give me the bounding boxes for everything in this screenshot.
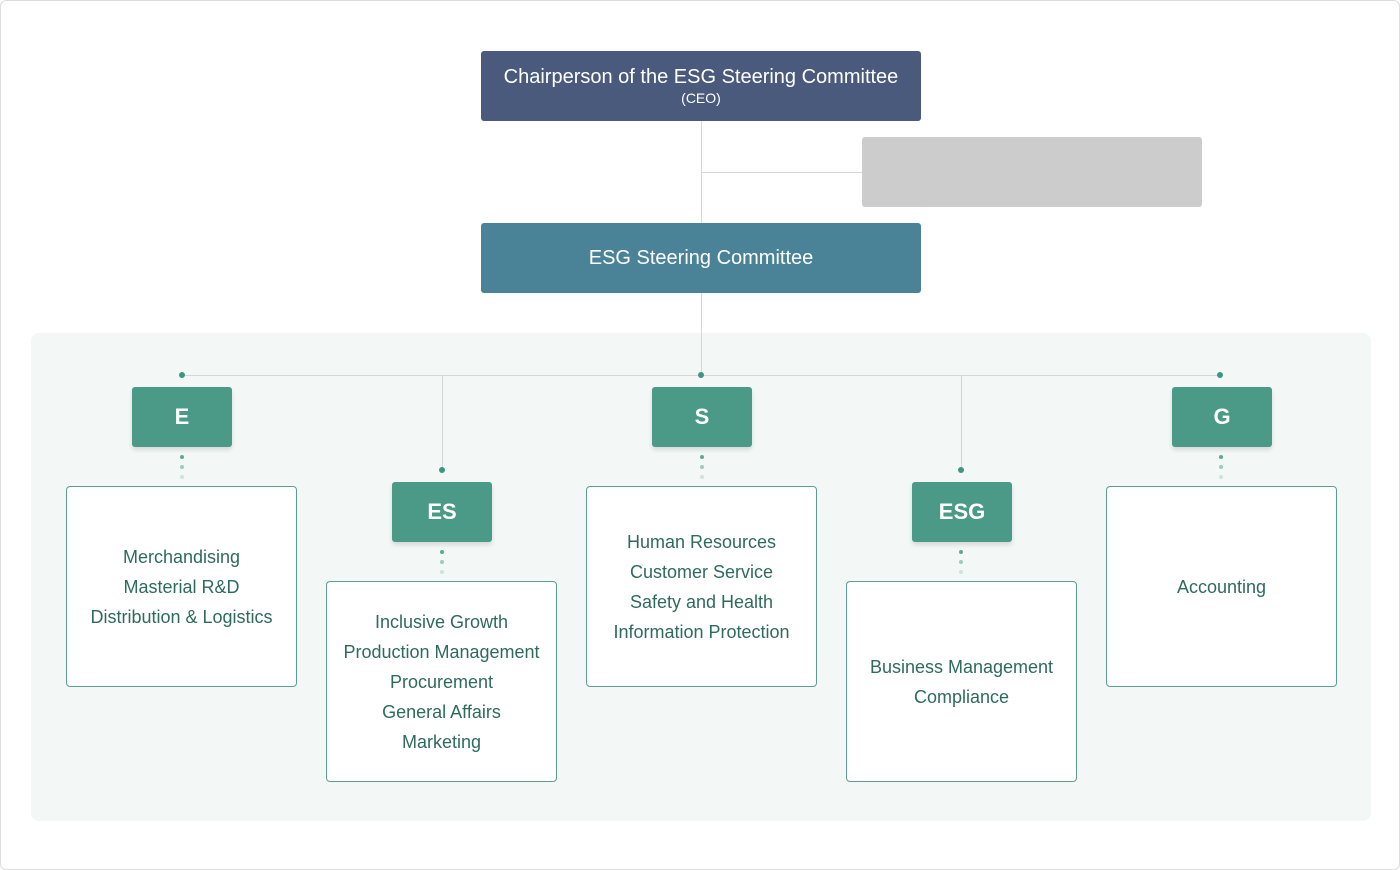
department-item: Merchandising: [122, 546, 241, 567]
category-box-es: ES: [392, 482, 492, 542]
dotted-link: [700, 475, 704, 479]
dotted-link: [180, 475, 184, 479]
dotted-link: [440, 550, 444, 554]
steering-committee-label: ESG Steering Committee: [588, 246, 814, 269]
category-label-esg: ESG: [938, 499, 986, 524]
department-card-es: Inclusive Growth Production Management P…: [326, 581, 557, 782]
department-item: General Affairs: [382, 701, 501, 722]
dotted-link: [440, 560, 444, 564]
junction-dot-s: [698, 372, 704, 378]
connector-to-grey-box: [701, 172, 862, 173]
department-item: Human Resources: [626, 531, 777, 552]
junction-dot-g: [1217, 372, 1223, 378]
category-label-s: S: [694, 404, 710, 429]
department-card-g: Accounting: [1106, 486, 1337, 687]
category-label-g: G: [1213, 404, 1231, 429]
junction-dot-esg: [958, 467, 964, 473]
department-item: Masterial R&D: [123, 576, 240, 597]
department-item: Business Management: [869, 656, 1054, 677]
dotted-link: [180, 455, 184, 459]
connector-esg-drop: [961, 375, 962, 471]
dotted-link: [959, 570, 963, 574]
department-item: Compliance: [913, 686, 1010, 707]
category-label-e: E: [174, 404, 190, 429]
connector-committee-panel: [701, 293, 702, 376]
department-item: Safety and Health: [629, 591, 774, 612]
department-item: Marketing: [401, 731, 482, 752]
department-item: Customer Service: [629, 561, 774, 582]
dotted-link: [959, 560, 963, 564]
dotted-link: [440, 570, 444, 574]
junction-dot-es: [439, 467, 445, 473]
chairperson-box: Chairperson of the ESG Steering Committe…: [481, 51, 921, 121]
department-card-esg: Business Management Compliance: [846, 581, 1077, 782]
dotted-link: [1219, 455, 1223, 459]
chairperson-title: Chairperson of the ESG Steering Committe…: [503, 66, 899, 88]
dotted-link: [1219, 475, 1223, 479]
dotted-link: [1219, 465, 1223, 469]
department-item: Inclusive Growth: [374, 611, 509, 632]
category-label-es: ES: [427, 499, 457, 524]
junction-dot-e: [179, 372, 185, 378]
category-box-e: E: [132, 387, 232, 447]
department-item: Procurement: [389, 671, 494, 692]
department-item: Information Protection: [613, 621, 790, 642]
steering-committee-box: ESG Steering Committee: [481, 223, 921, 293]
department-item: Accounting: [1176, 576, 1267, 597]
department-item: Production Management: [343, 641, 540, 662]
department-item: Distribution & Logistics: [90, 606, 273, 627]
category-box-g: G: [1172, 387, 1272, 447]
dotted-link: [700, 465, 704, 469]
chairperson-subtitle: (CEO): [681, 90, 721, 106]
dotted-link: [700, 455, 704, 459]
blank-advisory-box: [862, 137, 1202, 207]
category-box-esg: ESG: [912, 482, 1012, 542]
dotted-link: [180, 465, 184, 469]
department-card-e: Merchandising Masterial R&D Distribution…: [66, 486, 297, 687]
dotted-link: [959, 550, 963, 554]
category-box-s: S: [652, 387, 752, 447]
department-card-s: Human Resources Customer Service Safety …: [586, 486, 817, 687]
connector-es-drop: [442, 375, 443, 471]
